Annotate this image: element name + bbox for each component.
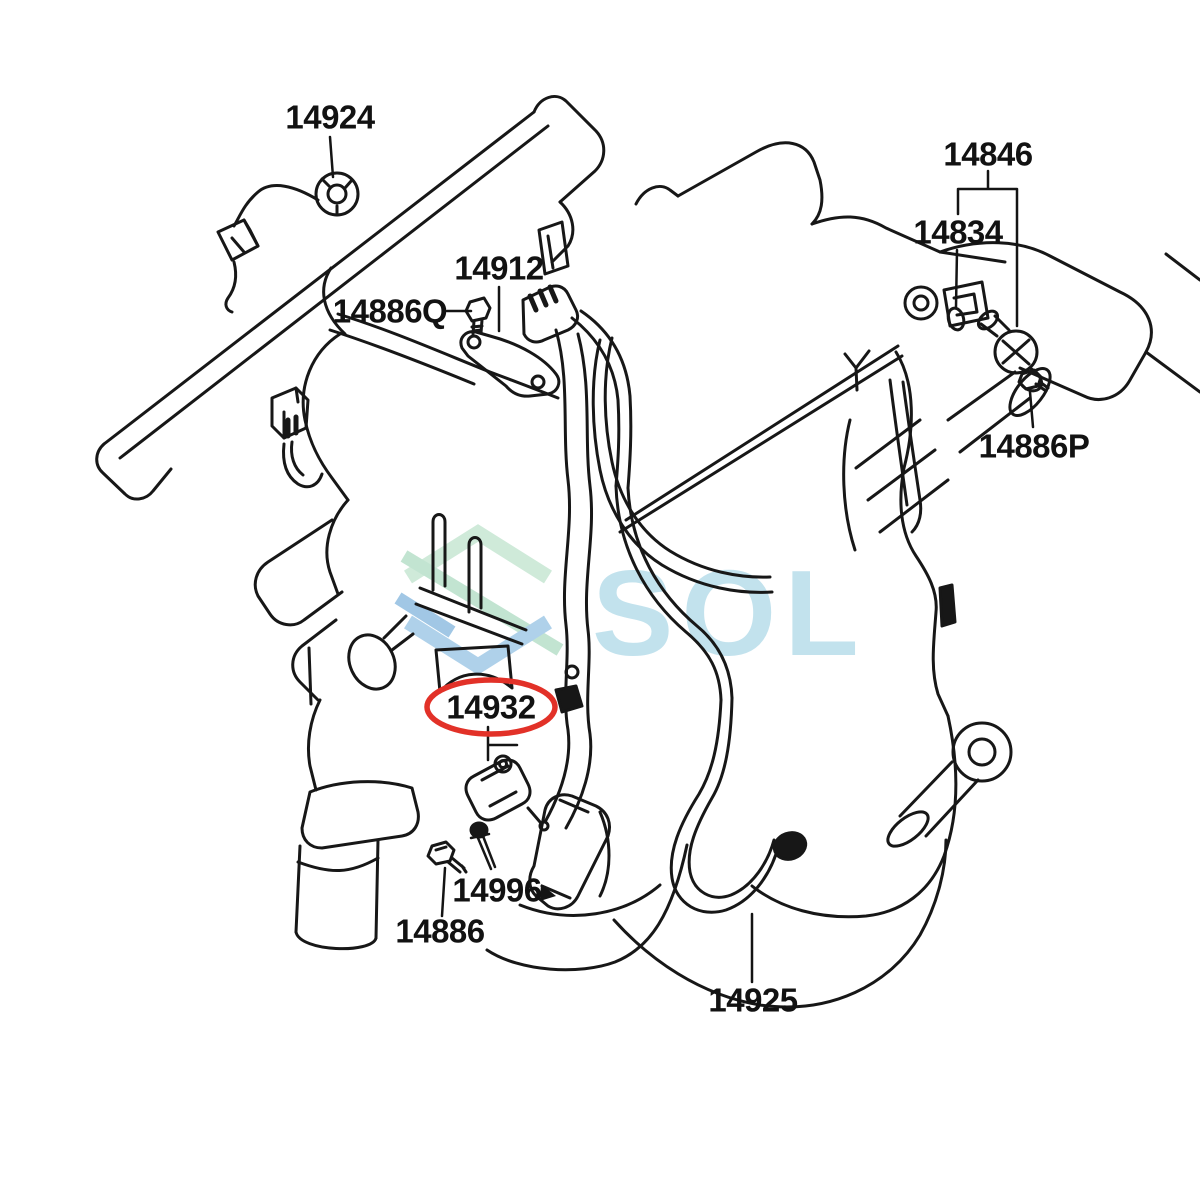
- engine-line-art: [95, 95, 1200, 1009]
- pointer-arrow-14996: [540, 884, 556, 901]
- part-label-14886: 14886: [395, 912, 485, 950]
- part-label-14996: 14996: [452, 871, 542, 909]
- part-label-14886Q: 14886Q: [332, 292, 448, 330]
- part-label-14924: 14924: [285, 98, 375, 136]
- highlight-ellipse-14932: [424, 677, 558, 737]
- part-label-14846: 14846: [943, 135, 1033, 173]
- part-label-14886P: 14886P: [978, 427, 1090, 465]
- part-label-14925: 14925: [708, 981, 798, 1019]
- sol-watermark-logo: [394, 524, 564, 675]
- part-label-14834: 14834: [913, 213, 1003, 251]
- part-label-14932-highlighted: 14932: [446, 688, 536, 726]
- part-label-14912: 14912: [454, 249, 544, 287]
- leader-lines: [328, 135, 1035, 984]
